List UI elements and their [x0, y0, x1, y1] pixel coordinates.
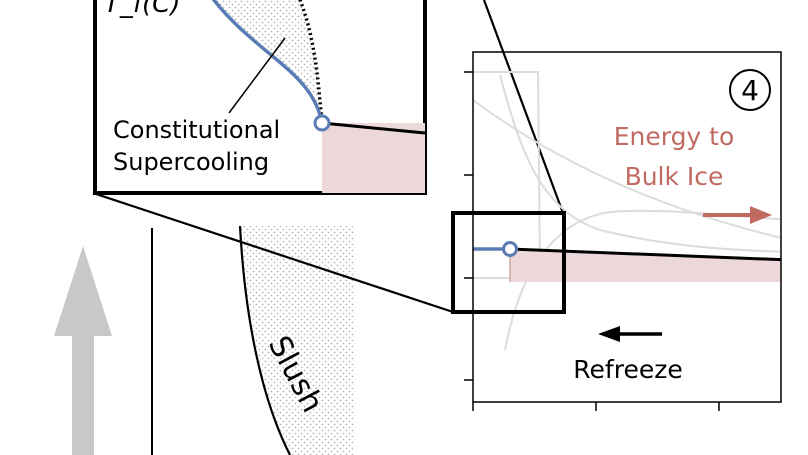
panel-4: 4 Energy to Bulk Ice Refreeze	[464, 51, 782, 411]
inset-temperature-curve	[211, 0, 324, 124]
panel-number: 4	[741, 74, 759, 107]
zoom-connector-lower	[92, 191, 454, 314]
supercooling-label-line2: Supercooling	[113, 148, 269, 176]
panel-x-ticks	[472, 402, 720, 411]
panel-frame	[472, 51, 782, 403]
inset-interface-marker	[313, 114, 331, 132]
zoom-connector-upper	[482, 0, 565, 214]
panel-y-ticks	[464, 71, 473, 381]
faint-curve-a	[473, 71, 541, 269]
zoom-inset: T_f(C) Constitutional Supercooling	[93, 0, 427, 195]
panel-number-badge	[729, 69, 771, 111]
energy-arrow-icon	[703, 206, 772, 224]
supercooling-region	[214, 0, 322, 123]
zoom-source-box	[451, 211, 566, 314]
panel-interface-line	[509, 247, 781, 262]
energy-label-line1: Energy to	[614, 122, 735, 151]
panel-interface-marker	[502, 241, 518, 257]
upward-arrow-icon	[54, 246, 112, 455]
equilibrium-dotted-curve	[298, 0, 324, 124]
energy-label-line2: Bulk Ice	[625, 162, 724, 191]
supercooling-label-line1: Constitutional	[113, 116, 280, 144]
faint-curve-b	[499, 74, 781, 253]
inset-interface-line	[321, 121, 425, 135]
inset-axis-label: T_f(C)	[104, 0, 180, 19]
refreeze-arrow-icon	[598, 326, 662, 342]
refreeze-label: Refreeze	[573, 355, 682, 384]
inset-ice-region	[322, 123, 425, 193]
annotation-pointer	[228, 37, 286, 114]
slush-region	[238, 225, 355, 455]
faint-curve-c	[473, 99, 781, 239]
